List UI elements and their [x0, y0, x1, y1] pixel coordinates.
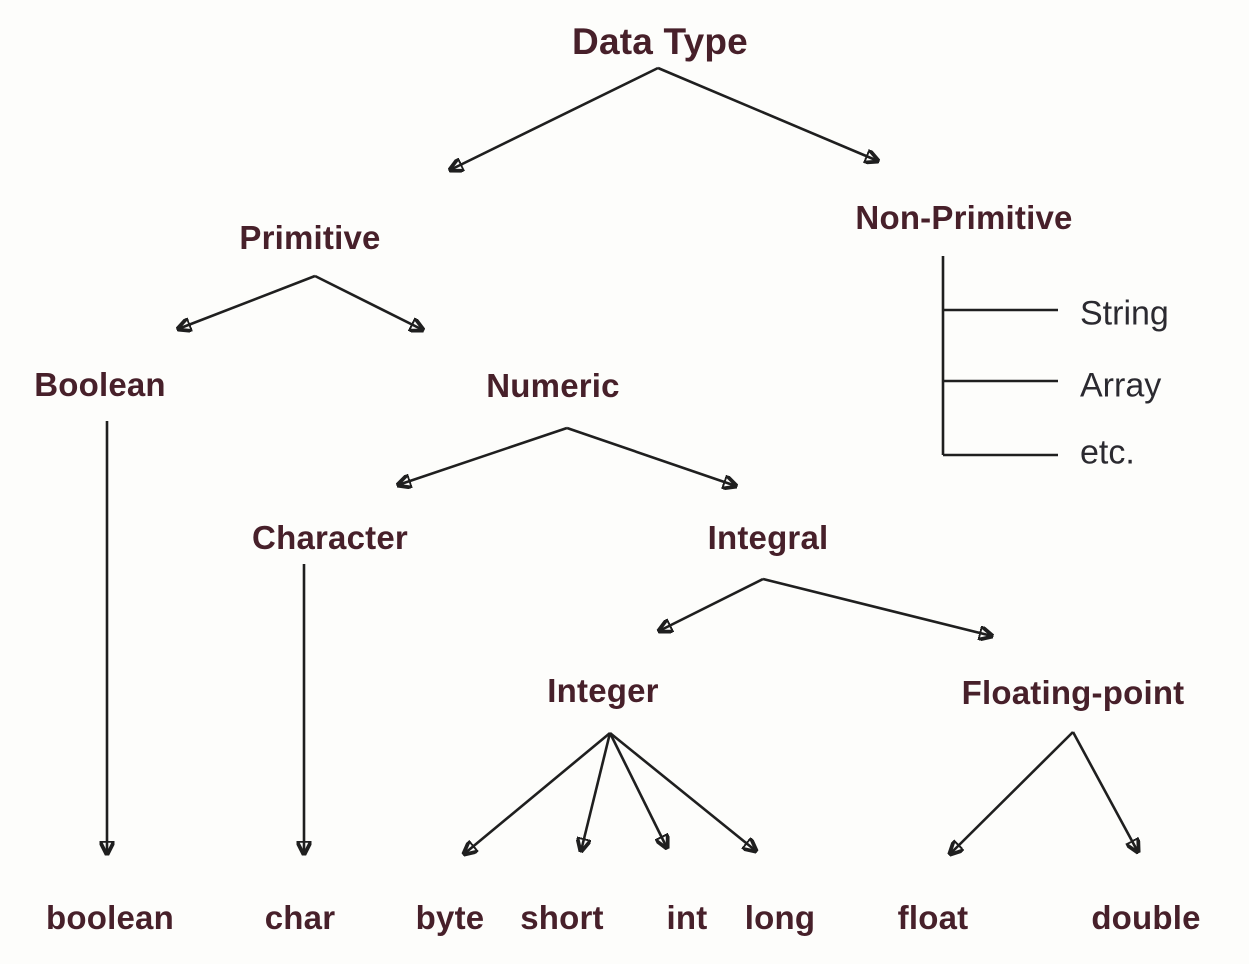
arrow-integral-to-integer	[659, 577, 764, 631]
arrow-numeric-to-integral	[566, 426, 736, 486]
arrow-numeric-to-character	[398, 426, 568, 485]
arrow-floating-point-to-float	[950, 731, 1074, 854]
arrow-floating-point-to-double	[1071, 731, 1138, 852]
node-data-type: Data Type	[572, 21, 748, 62]
leaf-char: char	[264, 899, 336, 936]
arrow-integer-to-byte	[464, 731, 611, 854]
leaf-double: double	[1091, 899, 1201, 936]
arrow-integer-to-int	[608, 732, 667, 848]
arrow-primitive-to-boolean	[178, 274, 316, 329]
ref-label-string: String	[1080, 294, 1169, 333]
arrow-data-type-to-non-primitive	[657, 66, 878, 161]
arrow-data-type-to-primitive	[450, 66, 659, 170]
leaf-short: short	[520, 899, 604, 936]
arrow-integer-to-long	[609, 731, 756, 851]
leaf-long: long	[744, 899, 816, 936]
ref-label-etc: etc.	[1080, 433, 1135, 472]
leaf-byte: byte	[415, 899, 485, 936]
node-numeric: Numeric	[486, 367, 620, 404]
leaf-float: float	[897, 899, 969, 936]
node-boolean: Boolean	[34, 366, 166, 403]
node-non-primitive: Non-Primitive	[855, 199, 1073, 236]
node-floating-point: Floating-point	[961, 674, 1185, 711]
node-character: Character	[252, 519, 408, 556]
leaf-boolean: boolean	[46, 899, 174, 936]
ref-label-array: Array	[1080, 366, 1162, 405]
arrow-integer-to-short	[581, 732, 612, 851]
node-primitive: Primitive	[239, 219, 381, 256]
arrow-integral-to-floating-point	[762, 577, 992, 636]
node-integer: Integer	[547, 672, 659, 709]
arrow-primitive-to-numeric	[314, 274, 423, 330]
node-integral: Integral	[707, 519, 829, 556]
leaf-int: int	[666, 899, 708, 936]
